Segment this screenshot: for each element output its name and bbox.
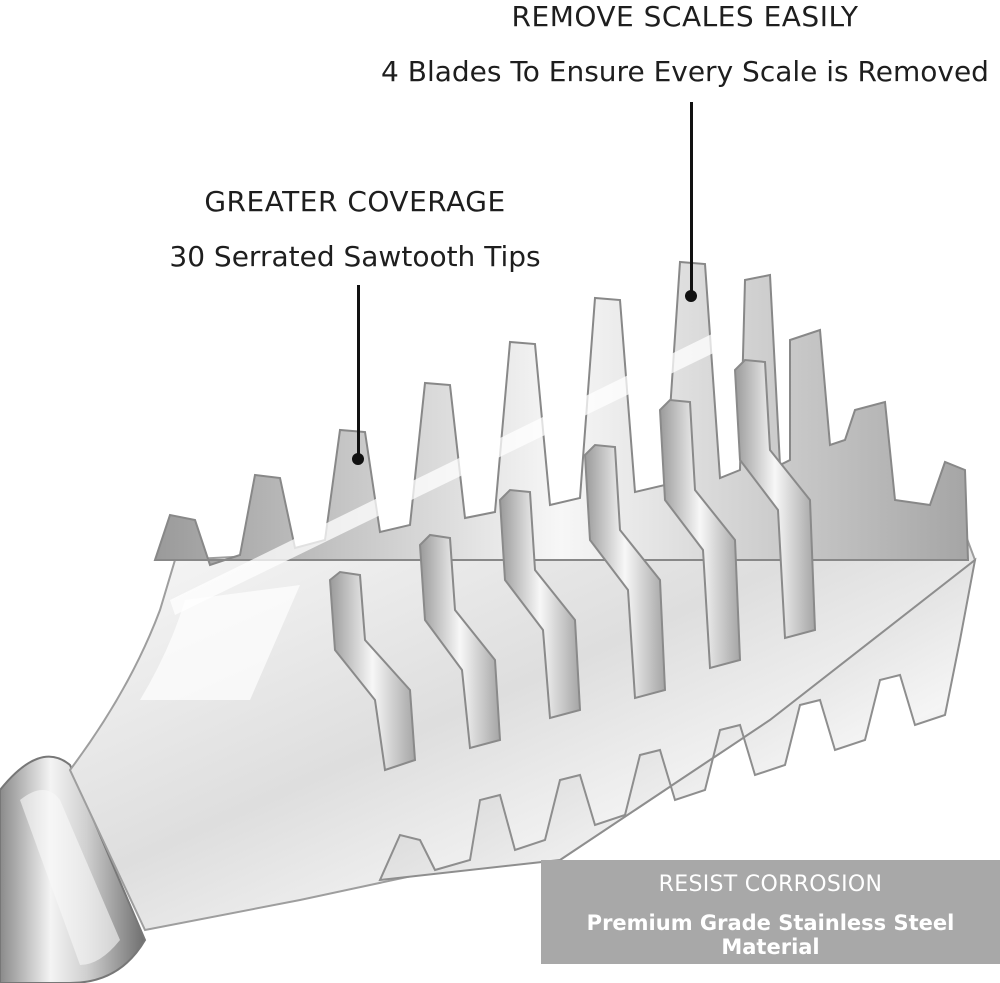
banner-subtitle: Premium Grade Stainless Steel Material [586, 911, 955, 959]
leader-line-middle [357, 285, 360, 455]
leader-dot-top [685, 290, 697, 302]
leader-dot-middle [352, 453, 364, 465]
callout-remove-scales: REMOVE SCALES EASILY 4 Blades To Ensure … [375, 0, 995, 88]
front-edge-teeth [378, 557, 977, 882]
leader-line-top [690, 102, 693, 292]
handle-shape [0, 755, 147, 983]
callout-top-subtitle: 4 Blades To Ensure Every Scale is Remove… [381, 55, 989, 88]
callout-top-title: REMOVE SCALES EASILY [511, 0, 859, 33]
corrosion-banner: RESIST CORROSION Premium Grade Stainless… [541, 860, 1000, 964]
inner-blades [328, 358, 817, 772]
callout-middle-subtitle: 30 Serrated Sawtooth Tips [169, 240, 541, 273]
callout-middle-title: GREATER COVERAGE [204, 185, 506, 218]
banner-title: RESIST CORROSION [658, 872, 883, 897]
callout-greater-coverage: GREATER COVERAGE 30 Serrated Sawtooth Ti… [130, 185, 580, 273]
